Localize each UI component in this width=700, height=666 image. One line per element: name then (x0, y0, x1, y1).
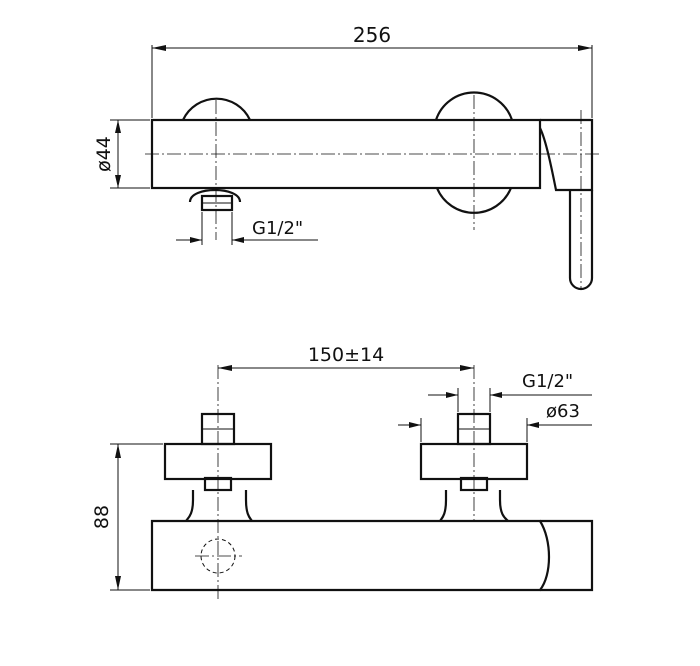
dim-rosette-diameter: ø63 (546, 401, 580, 422)
dim-body-diameter: ø44 (93, 136, 115, 172)
dim-outlet-thread: G1/2" (252, 218, 303, 239)
right-rosette (434, 91, 514, 121)
lever-cap-front (540, 519, 594, 592)
top-view: 256 ø44 G1/2" (93, 23, 600, 291)
dim-total-length: 256 (353, 23, 391, 47)
mixer-body-front (150, 519, 550, 592)
outlet-nipple (188, 188, 242, 203)
left-rosette (182, 97, 251, 121)
dim-height: 88 (91, 505, 113, 529)
lever-handle (539, 118, 594, 192)
dim-center-distance: 150±14 (308, 344, 384, 366)
dim-inlet-thread: G1/2" (522, 371, 573, 392)
front-view: 150±14 G1/2" ø63 88 (91, 344, 594, 600)
